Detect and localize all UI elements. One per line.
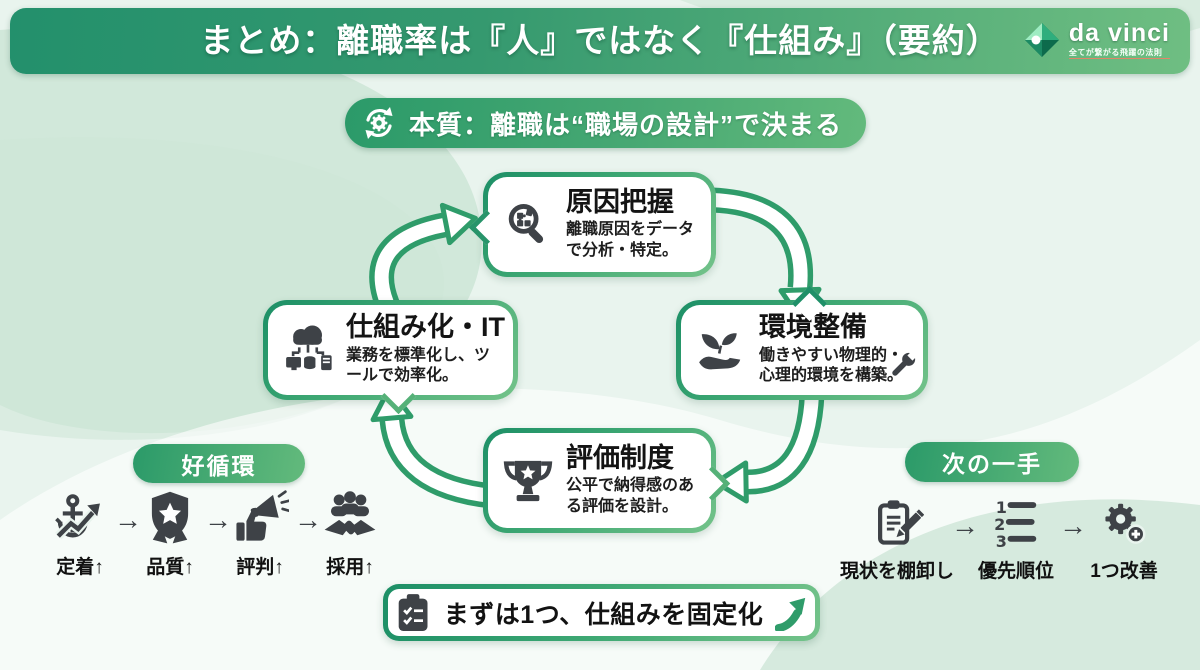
next-move-pill: 次の一手 [905,442,1079,482]
footer-banner: まずは1つ、仕組みを固定化 [383,584,820,641]
right-arrow-icon: → [1059,510,1087,541]
chain-label: 品質↑ [146,557,194,578]
chain-label: 1つ改善 [1090,561,1158,582]
essence-badge-label: 本質：離職は“職場の設計”で決まる [409,109,843,140]
step-title: 環境整備 [759,312,867,343]
team-handshake-icon [324,491,376,536]
essence-badge: 本質：離職は“職場の設計”で決まる [345,98,867,148]
header-bar: まとめ：離職率は『人』ではなく『仕組み』（要約） da vinci 全てが繋がる… [10,8,1190,74]
page-title: まとめ：離職率は『人』ではなく『仕組み』（要約） [200,22,1000,59]
step-desc: 離職原因をデータで分析・特定。 [566,221,695,259]
chain-item-priority: 1 2 3 優先順位 [973,496,1059,583]
right-arrow-icon: → [294,504,322,535]
footer-banner-text: まずは1つ、仕組みを固定化 [443,600,764,629]
chain-item-improve: 1つ改善 [1081,496,1167,583]
brand-name: da vinci [1068,19,1170,47]
right-arrow-icon: → [204,504,232,535]
anchor-growth-icon [55,494,100,540]
step-title: 原因把握 [566,186,674,217]
numbered-list-icon: 1 2 3 [994,498,1037,551]
chain-label: 定着↑ [56,557,104,578]
cycle-arrow-bottom-right [713,393,825,504]
virtuous-cycle-label: 好循環 [181,452,257,479]
step-title: 仕組み化・IT [346,312,505,343]
gear-plus-icon [1105,503,1146,544]
step-box-cause: 原因把握 離職原因をデータで分析・特定。 [468,172,716,277]
chain-item-recruiting: 採用↑ [316,488,384,579]
step-box-system-it: 仕組み化・IT 業務を標準化し、ツールで効率化。 [263,300,518,415]
up-trend-arrow-icon [775,597,806,631]
sync-gear-icon [365,107,393,139]
chain-label: 優先順位 [977,561,1054,582]
step-box-environment: 環境整備 働きやすい物理的・心理的環境を構築。 [676,285,928,400]
virtuous-cycle-pill: 好循環 [133,444,305,483]
chain-item-reputation: 評判↑ [226,488,294,579]
gem-icon [1024,23,1059,57]
checklist-icon [398,593,428,631]
medal-star-icon [151,491,189,544]
step-box-evaluation: 評価制度 公平で納得感のある評価を設計。 [483,428,731,533]
step-title: 評価制度 [566,442,674,473]
brand-tagline: 全てが繋がる飛躍の法則 [1068,49,1170,59]
right-arrow-icon: → [114,504,142,535]
svg-text:1: 1 [996,498,1007,517]
wrench-icon [892,351,917,376]
chain-label: 現状を棚卸し [840,561,955,582]
chain-item-inventory: 現状を棚卸し [840,496,955,583]
virtuous-cycle-chain: 定着↑ → 品質↑ → [46,488,384,579]
magnifier-puzzle-icon [508,203,544,243]
cloud-network-icon [286,325,332,371]
chain-item-quality: 品質↑ [136,488,204,579]
next-move-label: 次の一手 [942,451,1042,477]
chain-label: 評判↑ [236,557,284,578]
hand-sprout-icon [699,333,741,370]
right-arrow-icon: → [951,510,979,541]
step-desc: 働きやすい物理的・心理的環境を構築。 [759,346,904,385]
svg-text:3: 3 [996,532,1007,551]
step-desc: 業務を標準化し、ツールで効率化。 [346,346,491,385]
step-desc: 公平で納得感のある評価を設計。 [566,477,695,515]
chain-item-retention: 定着↑ [46,488,114,579]
chain-label: 採用↑ [326,557,374,578]
trophy-icon [503,460,553,501]
svg-text:2: 2 [994,515,1005,534]
thumbsup-megaphone-icon [236,490,289,541]
next-move-chain: 現状を棚卸し → 1 2 3 優先順位 → [840,496,1167,583]
brand-logo: da vinci 全てが繋がる飛躍の法則 [1023,21,1170,59]
clipboard-pencil-icon [878,500,924,545]
